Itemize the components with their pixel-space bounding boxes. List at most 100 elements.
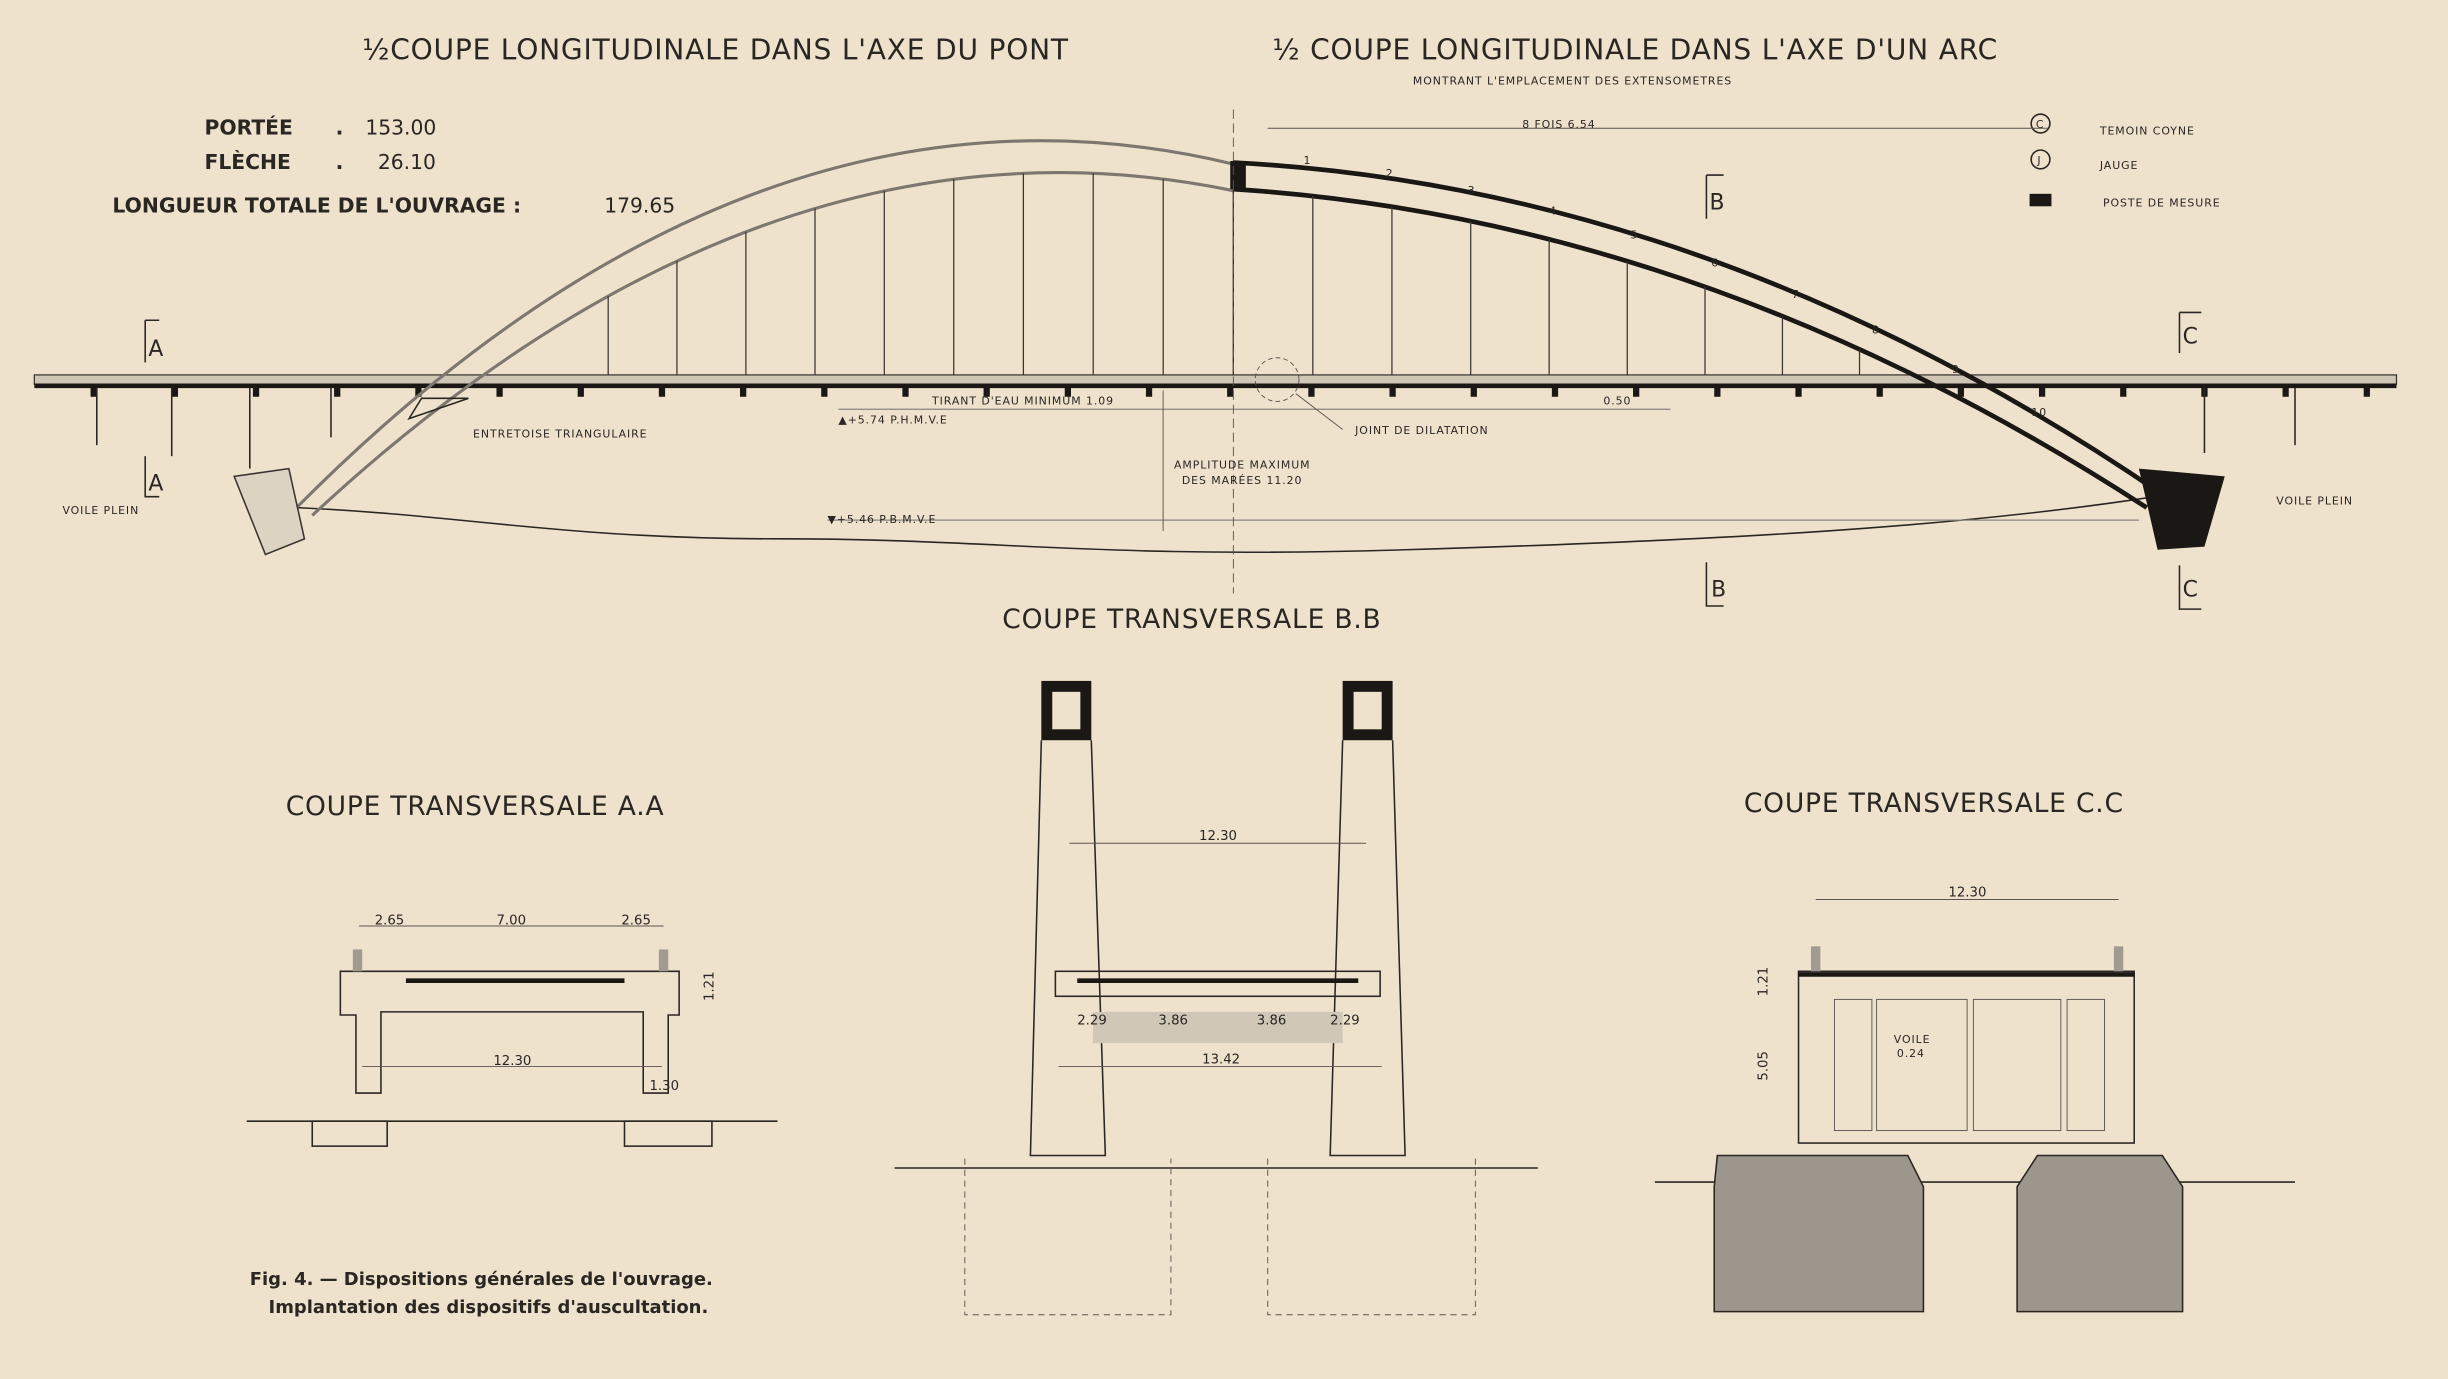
- crossbeam: [577, 385, 584, 397]
- arch-point-number: 8: [1872, 324, 1880, 337]
- expansion-joint-circle: [1254, 357, 1300, 402]
- crossbeam: [90, 385, 97, 397]
- portee-value: 153.00: [365, 115, 436, 139]
- phmve-label: ▲+5.74 P.H.M.V.E: [838, 413, 947, 426]
- legend: C TEMOIN COYNE J JAUGE POSTE DE MESURE: [2029, 113, 2221, 209]
- crossbeam: [1308, 385, 1315, 397]
- section-aa-title: COUPE TRANSVERSALE A.A: [286, 791, 665, 822]
- entretoise-triangle: [407, 397, 469, 421]
- temoin-coyne-icon: [2030, 113, 2051, 134]
- cc-dim-h1: 1.21: [1756, 967, 1771, 997]
- legend-label-poste: POSTE DE MESURE: [2103, 196, 2221, 209]
- section-bb-drawing: 12.30 2.29 3.86 3.86 2.29 13.42: [894, 680, 1538, 1316]
- cc-dim-h2: 5.05: [1756, 1051, 1771, 1081]
- crossbeam: [2363, 385, 2370, 397]
- crossbeam: [2282, 385, 2289, 397]
- poste-mesure-icon: [2029, 193, 2052, 207]
- crossbeam: [171, 385, 178, 397]
- crossbeam: [2038, 385, 2046, 397]
- arch-point-number: 1: [1303, 154, 1311, 167]
- section-cc-drawing: 12.30 1.21 5.05 VOILE 0.24: [1654, 885, 2295, 1313]
- longueur-label: LONGUEUR TOTALE DE L'OUVRAGE :: [112, 194, 521, 218]
- entretoise-label: ENTRETOISE TRIANGULAIRE: [473, 427, 647, 440]
- pbmve-label: ▼+5.46 P.B.M.V.E: [827, 513, 936, 526]
- aa-dim-width: 12.30: [493, 1054, 531, 1069]
- legend-symbol-c: C: [2036, 118, 2045, 131]
- arch-point-number: 10: [2031, 406, 2047, 419]
- left-arch-lower: [311, 171, 1234, 517]
- crossbeam: [1633, 385, 1640, 397]
- crossbeam: [415, 385, 422, 397]
- section-bb-title: COUPE TRANSVERSALE B.B: [1002, 604, 1381, 635]
- crown-measuring-post: [1230, 161, 1246, 190]
- aa-dim-side-right: 2.65: [621, 913, 651, 928]
- approach-piers: [96, 387, 2296, 469]
- section-mark-c-top: C: [2183, 325, 2198, 350]
- cc-voile-label: VOILE: [1894, 1033, 1931, 1046]
- right-arch-upper: [1233, 160, 2172, 502]
- legend-label-jauge: JAUGE: [2099, 159, 2139, 172]
- crossbeam: [1876, 385, 1883, 397]
- figure-caption-line2: Implantation des dispositifs d'auscultat…: [269, 1297, 709, 1318]
- crossbeam: [1145, 385, 1153, 397]
- aa-dim-side-left: 2.65: [375, 913, 405, 928]
- portee-dot: .: [336, 115, 344, 139]
- crossbeam: [1389, 385, 1396, 397]
- deck: [33, 374, 2398, 385]
- crossbeam: [1470, 385, 1477, 397]
- crossbeam: [902, 385, 909, 397]
- crossbeam: [658, 385, 666, 397]
- right-abutment: [2138, 468, 2225, 550]
- crossbeam: [1795, 385, 1802, 397]
- specs-block: PORTÉE . 153.00 FLÈCHE . 26.10 LONGUEUR …: [112, 115, 675, 217]
- longueur-value: 179.65: [604, 194, 675, 218]
- legend-symbol-j: J: [2036, 154, 2041, 167]
- section-aa-drawing: 2.65 7.00 2.65 1.21 12.30 1.30: [246, 913, 778, 1147]
- joint-leader: [1295, 393, 1343, 430]
- right-arch-lower: [1233, 186, 2148, 510]
- cc-dim-width: 12.30: [1948, 885, 1986, 900]
- section-cc-title: COUPE TRANSVERSALE C.C: [1744, 788, 2124, 819]
- portee-label: PORTÉE: [205, 115, 293, 139]
- fleche-value: 26.10: [378, 150, 436, 174]
- voile-left-label: VOILE PLEIN: [62, 504, 139, 517]
- crossbeam: [983, 385, 990, 397]
- crossbeam: [1714, 385, 1721, 397]
- crossbeam: [740, 385, 747, 397]
- voile-right-label: VOILE PLEIN: [2276, 494, 2353, 507]
- crossbeam: [1227, 385, 1234, 397]
- arch-point-number: 5: [1630, 229, 1638, 242]
- crossbeam: [1064, 385, 1071, 397]
- bb-dim-b: 3.86: [1158, 1013, 1188, 1028]
- section-mark-b-bottom: B: [1711, 578, 1726, 603]
- crossbeam: [252, 385, 260, 397]
- arch-point-number: 2: [1386, 167, 1394, 180]
- crossbeam: [2120, 385, 2127, 397]
- crossbeam: [334, 385, 341, 397]
- amplitude-label-2: DES MARÉES 11.20: [1182, 474, 1303, 487]
- figure-caption-line1: Fig. 4. — Dispositions générales de l'ou…: [250, 1269, 713, 1290]
- arch-point-number: 6: [1711, 256, 1719, 269]
- arch-point-number: 4: [1549, 204, 1557, 217]
- left-abutment: [233, 467, 306, 556]
- fleche-label: FLÈCHE: [205, 150, 291, 174]
- aa-dim-height: 1.21: [702, 971, 717, 1001]
- title-right: ½ COUPE LONGITUDINALE DANS L'AXE D'UN AR…: [1272, 34, 1998, 67]
- crossbeam: [821, 385, 828, 397]
- arch-point-number: 9: [1952, 363, 1960, 376]
- crossbeams: [90, 385, 2370, 397]
- tirant-label: TIRANT D'EAU MINIMUM 1.09: [931, 395, 1114, 408]
- bb-dim-c: 3.86: [1257, 1013, 1287, 1028]
- title-left: ½COUPE LONGITUDINALE DANS L'AXE DU PONT: [362, 34, 1069, 67]
- arch-point-number: 3: [1468, 184, 1476, 197]
- section-mark-a-bottom: A: [148, 471, 163, 496]
- jauge-icon: [2030, 149, 2051, 170]
- bb-dim-total: 13.42: [1202, 1052, 1240, 1067]
- section-mark-b-top: B: [1710, 190, 1725, 215]
- legend-label-temoin: TEMOIN COYNE: [2099, 124, 2195, 137]
- left-arch-upper: [287, 139, 1234, 517]
- joint-label: JOINT DE DILATATION: [1354, 424, 1488, 437]
